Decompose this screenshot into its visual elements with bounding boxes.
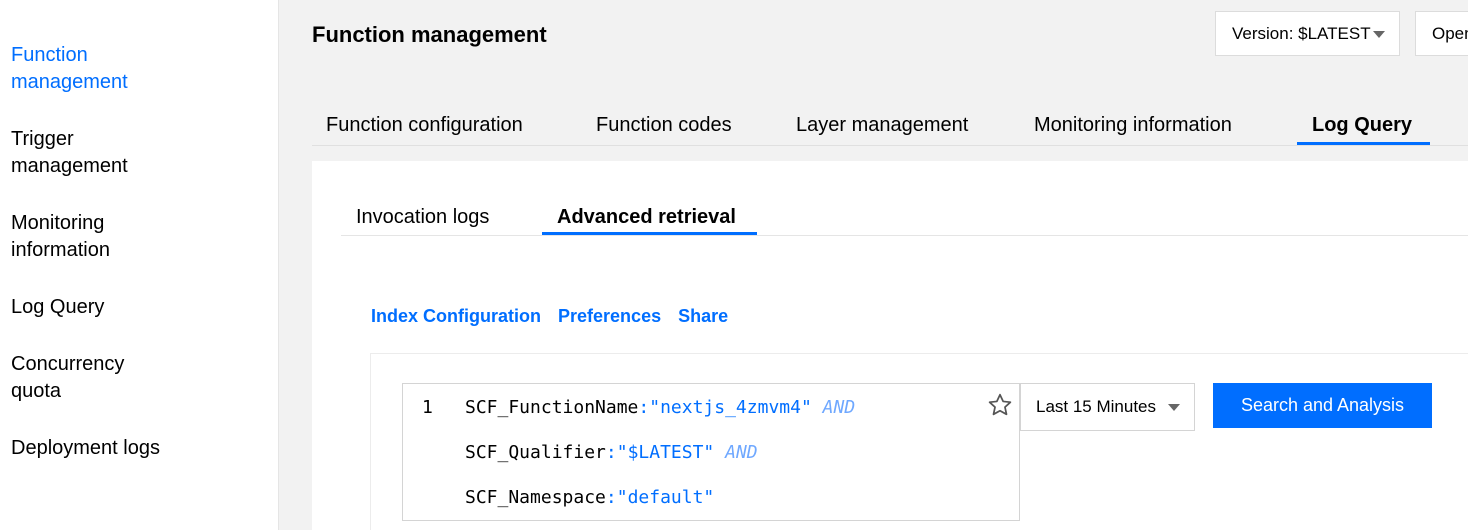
tab-function-configuration[interactable]: Function configuration [326, 114, 523, 136]
query-line: SCF_Namespace:"default" [465, 487, 714, 508]
tab-monitoring-information[interactable]: Monitoring information [1034, 114, 1232, 136]
active-tab-indicator [1297, 142, 1430, 145]
query-operator: AND [822, 397, 856, 418]
log-query-panel: Invocation logs Advanced retrieval Index… [312, 161, 1468, 530]
search-and-analysis-button[interactable]: Search and Analysis [1213, 383, 1432, 428]
query-key: SCF_Namespace [465, 487, 606, 508]
tab-function-codes[interactable]: Function codes [596, 114, 732, 136]
version-select-label: Version: $LATEST [1232, 24, 1371, 43]
query-key: SCF_Qualifier [465, 442, 606, 463]
query-separator: : [605, 487, 617, 508]
caret-down-icon [1373, 31, 1385, 38]
tab-advanced-retrieval[interactable]: Advanced retrieval [557, 206, 736, 228]
sidebar-item-concurrency-quota[interactable]: Concurrency quota [11, 353, 125, 402]
sidebar: Function management Trigger management M… [0, 0, 279, 530]
active-subtab-indicator [542, 232, 757, 235]
sidebar-item-log-query[interactable]: Log Query [11, 296, 105, 318]
line-number: 1 [422, 397, 433, 418]
tab-invocation-logs[interactable]: Invocation logs [356, 206, 490, 228]
query-value: "default" [616, 487, 715, 508]
star-icon[interactable] [987, 392, 1013, 418]
sidebar-item-function-management[interactable]: Function management [11, 44, 128, 93]
time-range-select[interactable]: Last 15 Minutes [1020, 383, 1195, 431]
query-value: "nextjs_4zmvm4" [649, 397, 812, 418]
preferences-link[interactable]: Preferences [558, 306, 662, 326]
query-line: SCF_Qualifier:"$LATEST" AND [465, 442, 758, 463]
query-editor[interactable]: 1 SCF_FunctionName:"nextjs_4zmvm4" AND S… [402, 383, 1020, 521]
open-button-label: Open [1432, 24, 1468, 43]
sidebar-item-trigger-management[interactable]: Trigger management [11, 128, 128, 177]
caret-down-icon [1168, 404, 1180, 411]
query-separator: : [638, 397, 650, 418]
main-tabs: Function configuration Function codes La… [312, 100, 1468, 146]
version-select[interactable]: Version: $LATEST [1215, 11, 1400, 56]
tab-log-query[interactable]: Log Query [1312, 114, 1413, 136]
index-configuration-link[interactable]: Index Configuration [371, 306, 541, 326]
sidebar-item-monitoring-information[interactable]: Monitoring information [11, 212, 110, 261]
sidebar-item-deployment-logs[interactable]: Deployment logs [11, 437, 160, 459]
query-operator: AND [725, 442, 758, 463]
open-button[interactable]: Open [1415, 11, 1468, 56]
page-title: Function management [312, 22, 547, 47]
query-line: SCF_FunctionName:"nextjs_4zmvm4" AND [465, 397, 855, 418]
time-range-label: Last 15 Minutes [1036, 397, 1157, 416]
query-separator: : [605, 442, 617, 463]
query-key: SCF_FunctionName [465, 397, 639, 418]
share-link[interactable]: Share [678, 306, 729, 326]
query-value: "$LATEST" [616, 442, 715, 463]
tab-layer-management[interactable]: Layer management [796, 114, 969, 136]
query-area: 1 SCF_FunctionName:"nextjs_4zmvm4" AND S… [370, 353, 1468, 530]
sub-tabs: Invocation logs Advanced retrieval [341, 191, 1468, 236]
query-links: Index Configuration Preferences Share [371, 306, 740, 327]
